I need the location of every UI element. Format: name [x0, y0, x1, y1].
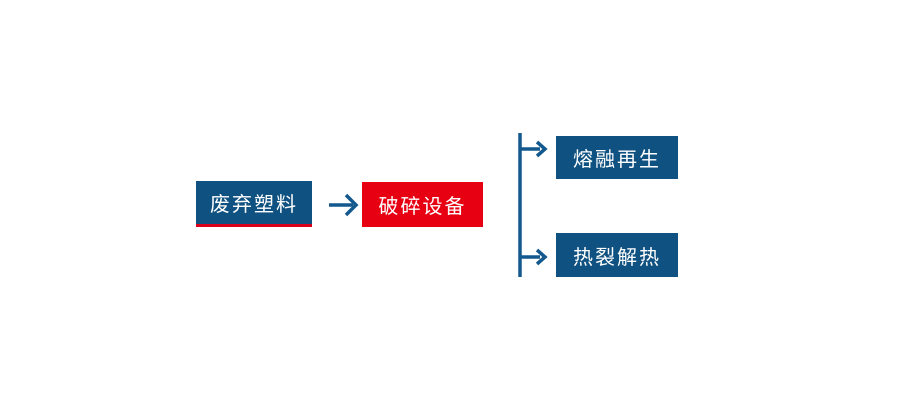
node-waste-plastic: 废弃塑料 — [196, 181, 312, 227]
branch-connector-arrows-icon — [518, 133, 548, 277]
arrow-right-icon — [329, 193, 359, 217]
node-waste-plastic-label: 废弃塑料 — [210, 192, 298, 216]
node-crushing-equipment-label: 破碎设备 — [378, 194, 467, 218]
node-pyrolysis-heat: 热裂解热 — [556, 233, 678, 277]
node-pyrolysis-heat-label: 热裂解热 — [573, 244, 661, 269]
node-crushing-equipment: 破碎设备 — [362, 182, 483, 227]
node-melt-regeneration-label: 熔融再生 — [573, 147, 661, 171]
node-melt-regeneration: 熔融再生 — [556, 136, 678, 179]
